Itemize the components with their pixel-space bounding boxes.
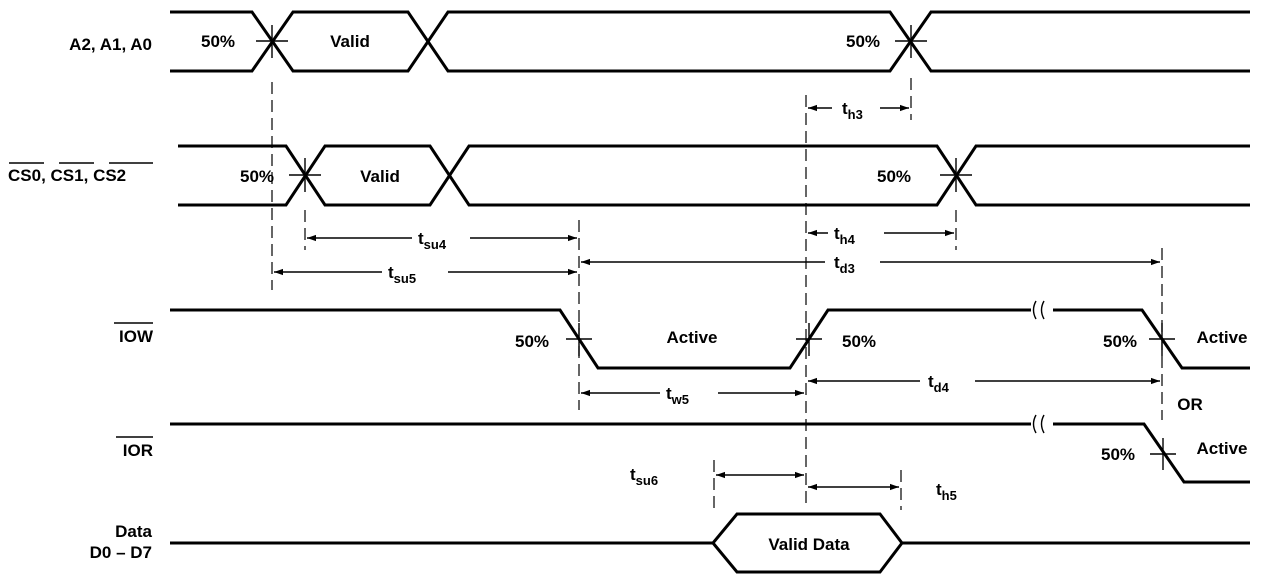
cs2-label: CS2	[93, 166, 126, 185]
ior-signal-label: IOR	[123, 441, 153, 460]
data-signal-label-line2: D0 – D7	[90, 543, 152, 562]
td3-label: td3	[834, 253, 855, 276]
ior-waveform	[170, 414, 1250, 484]
svg-text:CS0, CS1, CS2: CS0, CS1, CS2	[8, 166, 126, 185]
iow-50pct-rise: 50%	[842, 332, 876, 351]
data-waveform	[170, 512, 1250, 574]
or-label: OR	[1177, 395, 1203, 414]
valid-data-label: Valid Data	[768, 535, 850, 554]
tw5-label: tw5	[666, 384, 689, 407]
reference-lines	[271, 78, 1163, 510]
cs-50pct-right: 50%	[877, 167, 911, 186]
ior-active-label: Active	[1196, 439, 1247, 458]
cs-signal-label: CS0, CS1, CS2	[8, 162, 153, 185]
iow-50pct-fall: 50%	[515, 332, 549, 351]
addr-50pct-left: 50%	[201, 32, 235, 51]
addr-50pct-right: 50%	[846, 32, 880, 51]
cs-valid-label: Valid	[360, 167, 400, 186]
th5-label: th5	[936, 480, 957, 503]
tsu5-label: tsu5	[388, 263, 416, 286]
iow-50pct-next: 50%	[1103, 332, 1137, 351]
th4-label: th4	[834, 224, 856, 247]
addr-valid-label: Valid	[330, 32, 370, 51]
tsu4-label: tsu4	[418, 229, 447, 252]
td4-label: td4	[928, 372, 950, 395]
iow-signal-label: IOW	[119, 327, 154, 346]
iow-active-label: Active	[666, 328, 717, 347]
data-signal-label-line1: Data	[115, 522, 152, 541]
cs1-label: CS1	[51, 166, 84, 185]
cs-waveform	[178, 144, 1250, 207]
cs-50pct-left: 50%	[240, 167, 274, 186]
ior-50pct: 50%	[1101, 445, 1135, 464]
cs0-label: CS0	[8, 166, 41, 185]
addr-signal-label: A2, A1, A0	[69, 35, 152, 54]
th3-label: th3	[842, 99, 863, 122]
iow-active-next-label: Active	[1196, 328, 1247, 347]
addr-waveform	[170, 10, 1250, 73]
tsu6-label: tsu6	[630, 465, 658, 488]
